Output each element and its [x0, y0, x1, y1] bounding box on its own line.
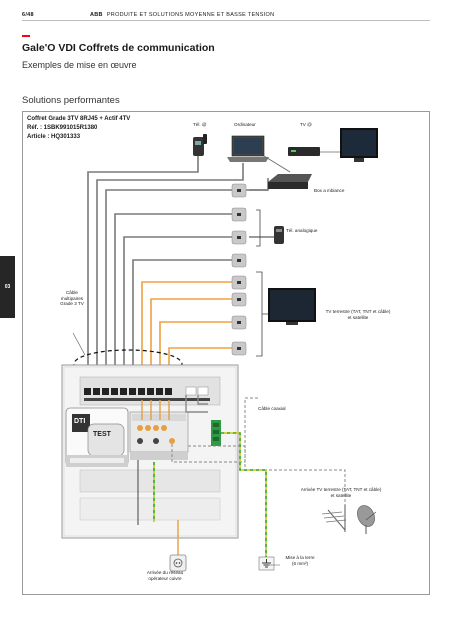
label-arrivee-tv-line1: Arrivée TV terrestre (TAT, TNT et câble): [300, 487, 382, 492]
ip-phone-icon: [193, 134, 207, 156]
satellite-dish-icon: [357, 505, 377, 534]
label-arrivee-tv-line2: et satellite: [330, 492, 352, 498]
label-arrivee-tv: Arrivée TV terrestre (TAT, TNT et câble)…: [296, 487, 386, 498]
label-cable-line3: Grade 3 TV: [60, 301, 84, 307]
product-reference: Réf. : 1SBK991015R1380: [27, 125, 98, 131]
analog-phone-icon: [274, 226, 284, 244]
label-cable-line2: multipaires: [60, 295, 84, 301]
label-arrivee-reseau-line1: Arrivée du réseau: [146, 570, 184, 575]
label-ordinateur: Ordinateur: [234, 122, 256, 127]
tv-amplifier-module: [129, 411, 189, 460]
terrestrial-antenna-icon: [321, 505, 347, 532]
tv-bracket: [256, 271, 268, 357]
product-article: Article : HQ301333: [27, 134, 81, 140]
operator-socket-icon: [169, 554, 187, 572]
cable-tel-ip: [87, 150, 199, 380]
cable-tv-3: [159, 321, 232, 380]
brand-name: ABB: [90, 12, 103, 18]
cable-tv-1: [141, 281, 232, 380]
label-tv-ip: TV @: [300, 122, 312, 127]
label-tv-terrestre-line1: TV terrestre (TAT, TNT et câble): [325, 309, 391, 314]
distribution-panel: [61, 364, 239, 539]
cable-socket-1: [114, 213, 232, 380]
page-title: Gale'O VDI Coffrets de communication: [22, 42, 215, 54]
wall-socket: [231, 292, 247, 307]
wall-socket: [231, 315, 247, 330]
flat-tv-icon: [268, 288, 316, 325]
label-arrivee-reseau: Arrivée du réseau opérateur cuivre: [140, 570, 190, 581]
router-box-icon: [268, 174, 312, 189]
earth-terminal-block: [211, 420, 221, 446]
settop-box-icon: [288, 147, 320, 156]
label-mise-terre: Mise à la terre (6 mm²): [280, 555, 320, 566]
page-number: 6/48: [22, 12, 34, 18]
laptop-icon: [227, 135, 269, 162]
cable-label-leader: [72, 332, 86, 356]
label-tv-terrestre: TV terrestre (TAT, TNT et câble) et sate…: [318, 309, 398, 320]
internal-network-cables: [185, 395, 208, 413]
wall-socket: [231, 275, 247, 290]
cable-socket-2: [123, 236, 232, 380]
label-tel-analog: Tél. analogique: [286, 228, 318, 233]
section-title: Solutions performantes: [22, 95, 120, 106]
tv-ip-icon: [340, 128, 378, 162]
dti-test-label: TEST: [93, 431, 111, 438]
chapter-tab: 03: [0, 256, 15, 318]
wall-socket: [231, 341, 247, 356]
label-cable-multipaires: Câble multipaires Grade 3 TV: [52, 290, 92, 307]
label-mise-terre-line2: (6 mm²): [291, 560, 309, 566]
label-box: Box a mbiance: [314, 188, 345, 193]
wall-socket: [231, 207, 247, 222]
dti-module: [65, 407, 129, 467]
wall-socket: [231, 253, 247, 268]
catalog-title: PRODUITE ET SOLUTIONS MOYENNE ET BASSE T…: [106, 12, 275, 18]
tv-cables: [141, 281, 232, 380]
earth-cable: [153, 432, 267, 560]
product-name: Coffret Grade 3TV 8RJ45 + Actif 4TV: [27, 116, 131, 122]
chapter-tab-label: 03: [4, 284, 11, 290]
wall-socket: [231, 230, 247, 245]
product-info: Coffret Grade 3TV 8RJ45 + Actif 4TV Réf.…: [27, 115, 130, 142]
page-subtitle: Exemples de mise en œuvre: [22, 60, 137, 70]
label-mise-terre-line1: Mise à la terre: [285, 555, 315, 560]
accent-dash: [22, 35, 30, 37]
header-divider: [22, 20, 430, 21]
analog-phone-bracket: [256, 209, 261, 247]
earth-ground-icon: [258, 556, 275, 571]
cable-socket-3: [132, 259, 232, 380]
diagram-frame: [22, 111, 430, 595]
cable-computer: [96, 163, 244, 380]
label-arrivee-reseau-line2: opérateur cuivre: [148, 575, 182, 581]
label-cable-line1: Câble: [65, 290, 78, 295]
wall-sockets: [231, 183, 247, 356]
label-cable-coaxial: Câble coaxial: [258, 406, 286, 411]
internal-tv-cables: [141, 400, 170, 420]
label-tv-terrestre-line2: et satellite: [347, 314, 369, 320]
label-tel-ip: Tél. @: [193, 122, 207, 127]
cable-tv-2: [150, 298, 232, 380]
dti-label: DTI: [74, 418, 86, 425]
wall-socket: [231, 183, 247, 198]
